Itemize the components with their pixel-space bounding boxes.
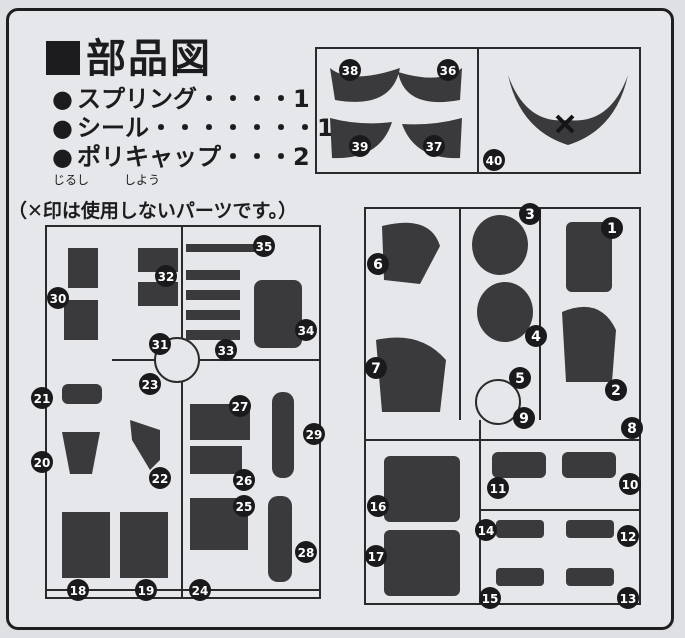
parts-list: スプリング・・・・1 シール・・・・・・・1 ポリキャップ・・・2 [52, 85, 334, 172]
part-number-badge-10: 10 [619, 473, 641, 495]
page-title: 部品図 [46, 26, 212, 84]
part-number-label: 22 [152, 472, 169, 486]
part-number-label: 25 [236, 500, 253, 514]
part-number-badge-27: 27 [229, 395, 251, 417]
part-number-badge-37: 37 [423, 135, 445, 157]
part-number-badge-17: 17 [365, 545, 387, 567]
part-number-label: 20 [34, 456, 51, 470]
list-item-spring: スプリング・・・・1 [52, 85, 334, 114]
part-number-badge-38: 38 [339, 59, 361, 81]
part-number-badge-3: 3 [519, 203, 541, 225]
part-number-label: 8 [627, 421, 637, 437]
part-number-label: 19 [138, 584, 155, 598]
part-number-label: 5 [515, 371, 525, 387]
part-number-badge-18: 18 [67, 579, 89, 601]
part-number-badge-20: 20 [31, 451, 53, 473]
part-number-label: 15 [482, 592, 499, 606]
part-number-badge-35: 35 [253, 235, 275, 257]
part-number-badge-13: 13 [617, 587, 639, 609]
part-number-label: 1 [607, 221, 617, 237]
list-item-seal: シール・・・・・・・1 [52, 114, 334, 143]
runner-frame-top-right [478, 47, 641, 174]
part-number-label: 32 [158, 270, 175, 284]
part-number-badge-14: 14 [475, 519, 497, 541]
part-number-label: 38 [342, 64, 359, 78]
part-number-label: 23 [142, 378, 159, 392]
part-number-label: 35 [256, 240, 273, 254]
part-number-label: 26 [236, 474, 253, 488]
part-number-badge-16: 16 [367, 495, 389, 517]
part-number-label: 30 [50, 292, 67, 306]
part-number-badge-28: 28 [295, 541, 317, 563]
ruby-shirushi: じるし [53, 173, 90, 187]
unused-x-marks [555, 114, 575, 134]
list-item-polycap: ポリキャップ・・・2 [52, 143, 334, 172]
part-number-label: 34 [298, 324, 315, 338]
part-number-label: 40 [486, 154, 503, 168]
part-number-badge-29: 29 [303, 423, 325, 445]
part-number-label: 37 [426, 140, 443, 154]
part-number-badge-33: 33 [215, 339, 237, 361]
title-square-icon [46, 41, 80, 75]
part-number-badge-8: 8 [621, 417, 643, 439]
part-number-label: 13 [620, 592, 637, 606]
runner-frame-left [45, 225, 321, 599]
part-number-label: 24 [192, 584, 209, 598]
part-number-label: 17 [368, 550, 385, 564]
part-number-badge-39: 39 [349, 135, 371, 157]
part-number-badge-31: 31 [149, 333, 171, 355]
part-number-label: 3 [525, 207, 535, 223]
part-number-badge-19: 19 [135, 579, 157, 601]
unused-parts-note: （✕印は使用しないパーツです。） [8, 200, 298, 222]
part-number-label: 9 [519, 411, 529, 427]
part-number-label: 6 [373, 257, 383, 273]
part-number-label: 12 [620, 530, 637, 544]
part-number-label: 2 [611, 383, 621, 399]
part-number-badge-5: 5 [509, 367, 531, 389]
part-number-badge-2: 2 [605, 379, 627, 401]
part-number-label: 7 [371, 361, 381, 377]
part-number-badge-6: 6 [367, 253, 389, 275]
part-number-badge-4: 4 [525, 325, 547, 347]
part-number-badge-15: 15 [479, 587, 501, 609]
part-number-label: 21 [34, 392, 51, 406]
part-number-label: 39 [352, 140, 369, 154]
title-text: 部品図 [86, 36, 212, 82]
part-number-badge-30: 30 [47, 287, 69, 309]
runner-frame-right [364, 207, 641, 605]
part-number-badge-11: 11 [487, 477, 509, 499]
ruby-shiyou: しよう [124, 173, 161, 187]
part-number-badge-23: 23 [139, 373, 161, 395]
part-number-label: 4 [531, 329, 541, 345]
part-number-badge-40: 40 [483, 149, 505, 171]
part-number-badge-22: 22 [149, 467, 171, 489]
part-number-badge-32: 32 [155, 265, 177, 287]
part-number-label: 18 [70, 584, 87, 598]
part-number-label: 33 [218, 344, 235, 358]
part-number-label: 10 [622, 478, 639, 492]
part-number-badge-1: 1 [601, 217, 623, 239]
part-number-badge-24: 24 [189, 579, 211, 601]
part-number-label: 28 [298, 546, 315, 560]
part-number-label: 29 [306, 428, 323, 442]
part-number-label: 31 [152, 338, 169, 352]
part-number-label: 27 [232, 400, 249, 414]
part-number-badge-21: 21 [31, 387, 53, 409]
part-number-badge-7: 7 [365, 357, 387, 379]
part-number-label: 11 [490, 482, 507, 496]
part-number-badge-36: 36 [437, 59, 459, 81]
part-number-badge-26: 26 [233, 469, 255, 491]
part-number-badge-9: 9 [513, 407, 535, 429]
part-number-badge-12: 12 [617, 525, 639, 547]
part-number-label: 14 [478, 524, 495, 538]
part-number-badge-34: 34 [295, 319, 317, 341]
part-number-label: 36 [440, 64, 457, 78]
part-number-label: 16 [370, 500, 387, 514]
part-number-badge-25: 25 [233, 495, 255, 517]
